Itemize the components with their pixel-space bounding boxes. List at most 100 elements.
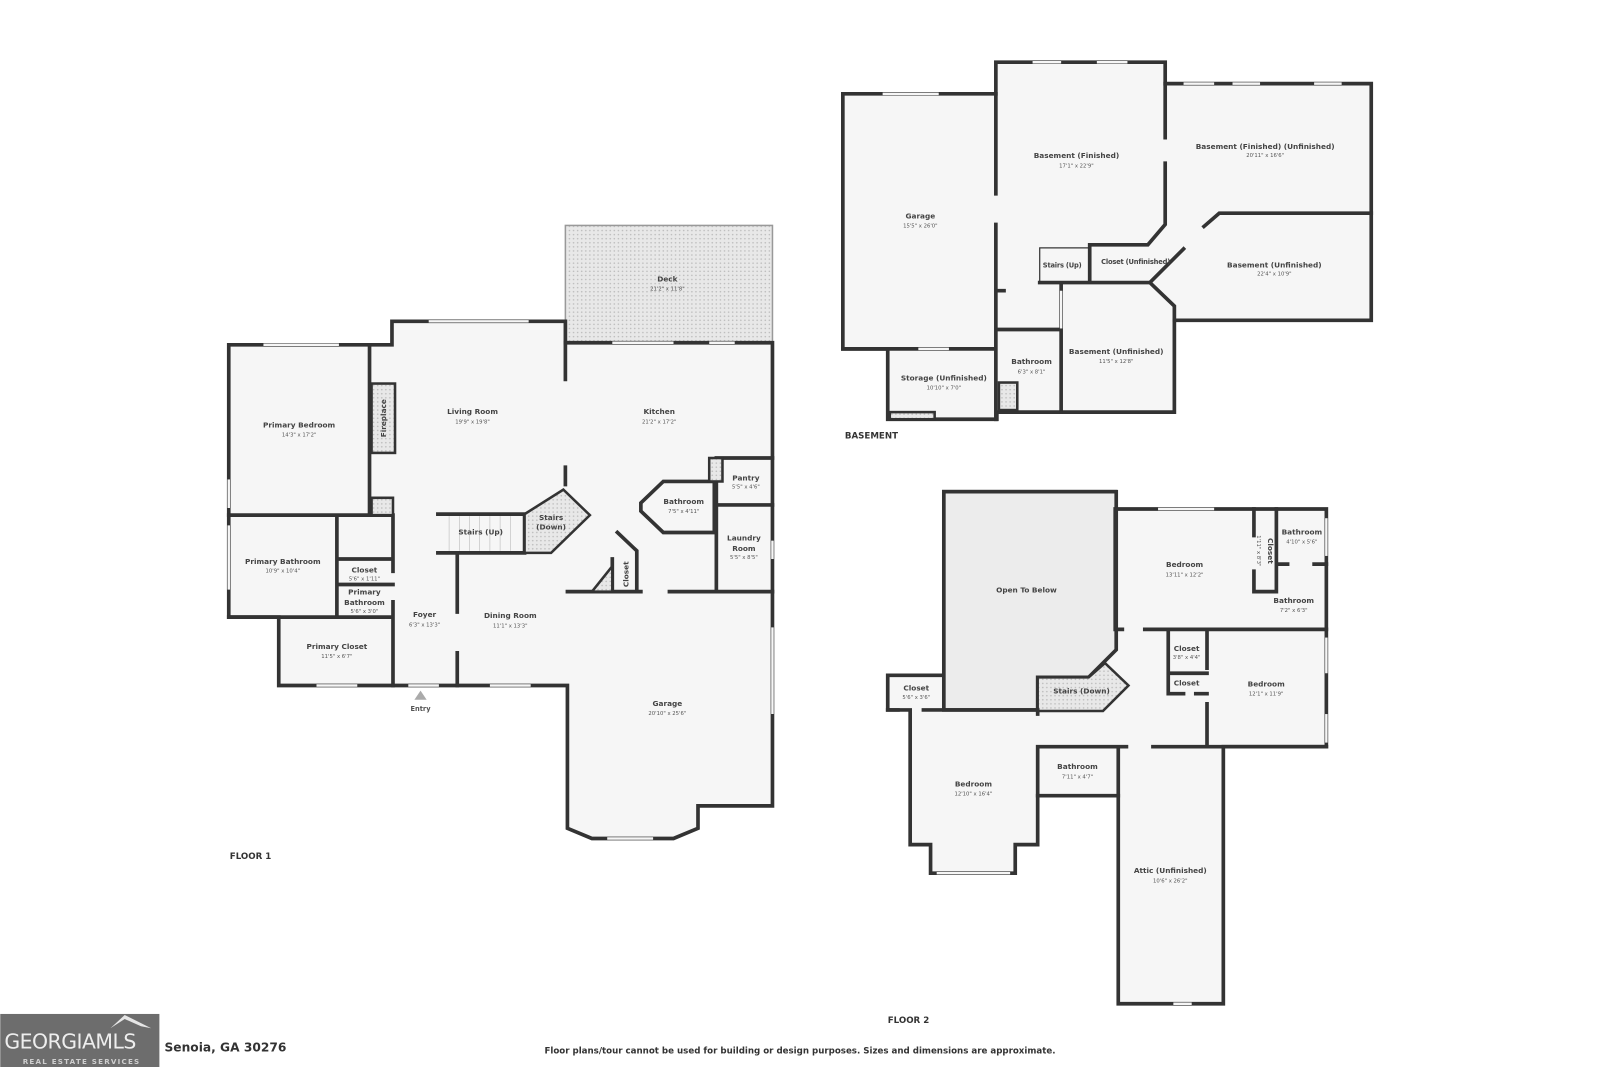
- room-name: Bedroom: [1166, 560, 1203, 569]
- room-dims: 20'11" x 16'6": [1246, 153, 1284, 159]
- entry-arrow-icon: [414, 690, 427, 700]
- room-dims: 11'1" x 13'3": [493, 623, 528, 629]
- room-name: Dining Room: [484, 611, 537, 620]
- room-name: Pantry: [732, 473, 759, 482]
- room-name: Primary Bathroom: [245, 557, 321, 566]
- floor-1-outline: [226, 319, 775, 841]
- room-dims: 7'11" x 4'7": [1062, 774, 1093, 780]
- room-name: (Down): [536, 522, 566, 531]
- pantry-hatch: [707, 456, 724, 483]
- georgia-mls-logo: GEORGIAMLS REAL ESTATE SERVICES: [0, 1013, 160, 1067]
- room-name: Kitchen: [644, 407, 675, 416]
- room-name: Stairs (Up): [458, 528, 503, 537]
- basement-label: BASEMENT: [845, 432, 898, 442]
- floor-1-label: FLOOR 1: [230, 852, 272, 862]
- room-name: Closet: [1174, 678, 1200, 687]
- room-name: Primary Bedroom: [263, 420, 336, 429]
- storage-hatch: [888, 410, 936, 421]
- room-name: Bedroom: [955, 779, 992, 788]
- room-name: Bedroom: [1248, 680, 1285, 689]
- room-name: Basement (Unfinished): [1227, 260, 1322, 269]
- room-name: Closet: [903, 684, 929, 693]
- property-address: Senoia, GA 30276: [164, 1041, 286, 1055]
- room-dims: 5'6" x 1'11": [349, 576, 380, 582]
- room-dims: 10'6" x 26'2": [1153, 878, 1188, 884]
- room-dims: 12'10" x 16'4": [954, 792, 992, 798]
- room-name: Primary Closet: [306, 642, 367, 651]
- disclaimer-text: Floor plans/tour cannot be used for buil…: [544, 1047, 1055, 1057]
- stairs-down-hatch: [523, 488, 592, 555]
- room-dims: 17'1" x 22'9": [1059, 163, 1094, 169]
- room-dims: 5'5" x 4'6": [732, 485, 760, 491]
- fireplace-hatch: [370, 382, 397, 455]
- room-name: Bathroom: [1011, 357, 1052, 366]
- room-dims: 11'5" x 6'7": [321, 654, 352, 660]
- room-name: Stairs (Up): [1043, 261, 1082, 269]
- room-name: Storage (Unfinished): [901, 373, 987, 382]
- room-dims: 21'2" x 11'8": [650, 287, 685, 293]
- room-name: Room: [732, 544, 756, 553]
- room-name: Garage: [905, 211, 935, 220]
- stairs-up-treads: [448, 516, 511, 551]
- floor-2-plan: Open To Below Bedroom 13'11" x 12'2" Clo…: [885, 489, 1329, 1026]
- chimney-hatch: [370, 496, 395, 517]
- room-dims: 15'5" x 26'0": [903, 223, 938, 229]
- room-dims: 5'6" x 3'0": [351, 609, 379, 615]
- room-name: Bathroom: [1273, 596, 1314, 605]
- basement-outline: [841, 60, 1374, 422]
- room-dims: 5'5" x 8'5": [730, 555, 758, 561]
- room-dims: 3'8" x 4'4": [1173, 655, 1201, 661]
- room-name: Bathroom: [1282, 528, 1323, 537]
- room-dims: 5'6" x 3'6": [902, 695, 930, 701]
- room-dims: 14'3" x 17'2": [282, 433, 317, 439]
- room-name: Basement (Finished): [1034, 151, 1119, 160]
- room-name: Closet: [1174, 644, 1200, 653]
- logo-text: GEORGIAMLS: [4, 1030, 135, 1054]
- room-name: Attic (Unfinished): [1134, 866, 1207, 875]
- room-dims: 21'2" x 17'2": [642, 419, 677, 425]
- floor-1-plan: Entry Deck 21'2" x 11'8" Primary Bedroom…: [226, 224, 775, 862]
- room-name: Fireplace: [379, 399, 388, 437]
- basement-windows: [882, 61, 1342, 351]
- room-name: Closet: [352, 565, 378, 574]
- room-dims: 10'9" x 10'4": [266, 568, 301, 574]
- room-name: Closet: [1266, 538, 1275, 564]
- room-dims: 20'10" x 25'6": [648, 711, 686, 717]
- room-dims: 1'11" x 8'3": [1255, 535, 1261, 566]
- room-name: Basement (Finished) (Unfinished): [1196, 142, 1335, 151]
- room-name: Deck: [657, 275, 678, 284]
- room-name: Foyer: [413, 610, 436, 619]
- room-name: Open To Below: [996, 586, 1057, 595]
- room-name: Primary: [348, 588, 381, 597]
- room-name: Laundry: [727, 534, 761, 543]
- room-name: Bathroom: [344, 598, 385, 607]
- room-name: Living Room: [447, 407, 498, 416]
- room-dims: 10'10" x 7'0": [927, 386, 962, 392]
- room-name: Stairs: [539, 513, 564, 522]
- room-dims: 4'10" x 5'6": [1286, 540, 1317, 546]
- room-name: Closet: [622, 561, 631, 587]
- room-dims: 7'2" x 6'3": [1280, 608, 1308, 614]
- room-dims: 6'3" x 8'1": [1018, 369, 1046, 375]
- room-dims: 22'4" x 10'9": [1257, 271, 1292, 277]
- room-name: Bathroom: [1057, 762, 1098, 771]
- entry-label: Entry: [411, 705, 432, 713]
- floor-2-windows: [936, 507, 1328, 1005]
- room-dims: 13'11" x 12'2": [1166, 572, 1204, 578]
- room-dims: 7'5" x 4'11": [668, 509, 699, 515]
- floor-2-label: FLOOR 2: [888, 1016, 930, 1026]
- floor-1-windows: [227, 320, 774, 840]
- room-dims: 6'3" x 13'3": [409, 622, 440, 628]
- logo-subtext: REAL ESTATE SERVICES: [23, 1057, 141, 1066]
- deck-area: [564, 224, 774, 344]
- room-dims: 12'1" x 11'9": [1249, 692, 1284, 698]
- room-dims: 11'5" x 12'8": [1099, 359, 1134, 365]
- basement-hatch: [997, 381, 1019, 412]
- room-name: Basement (Unfinished): [1069, 347, 1164, 356]
- room-name: Bathroom: [663, 497, 704, 506]
- basement-plan: Garage 15'5" x 26'0" Basement (Finished)…: [841, 60, 1374, 442]
- floor-1-interior-walls: [226, 340, 775, 688]
- floor-2-interior-walls: [885, 507, 1329, 798]
- room-dims: 19'9" x 19'8": [455, 419, 490, 425]
